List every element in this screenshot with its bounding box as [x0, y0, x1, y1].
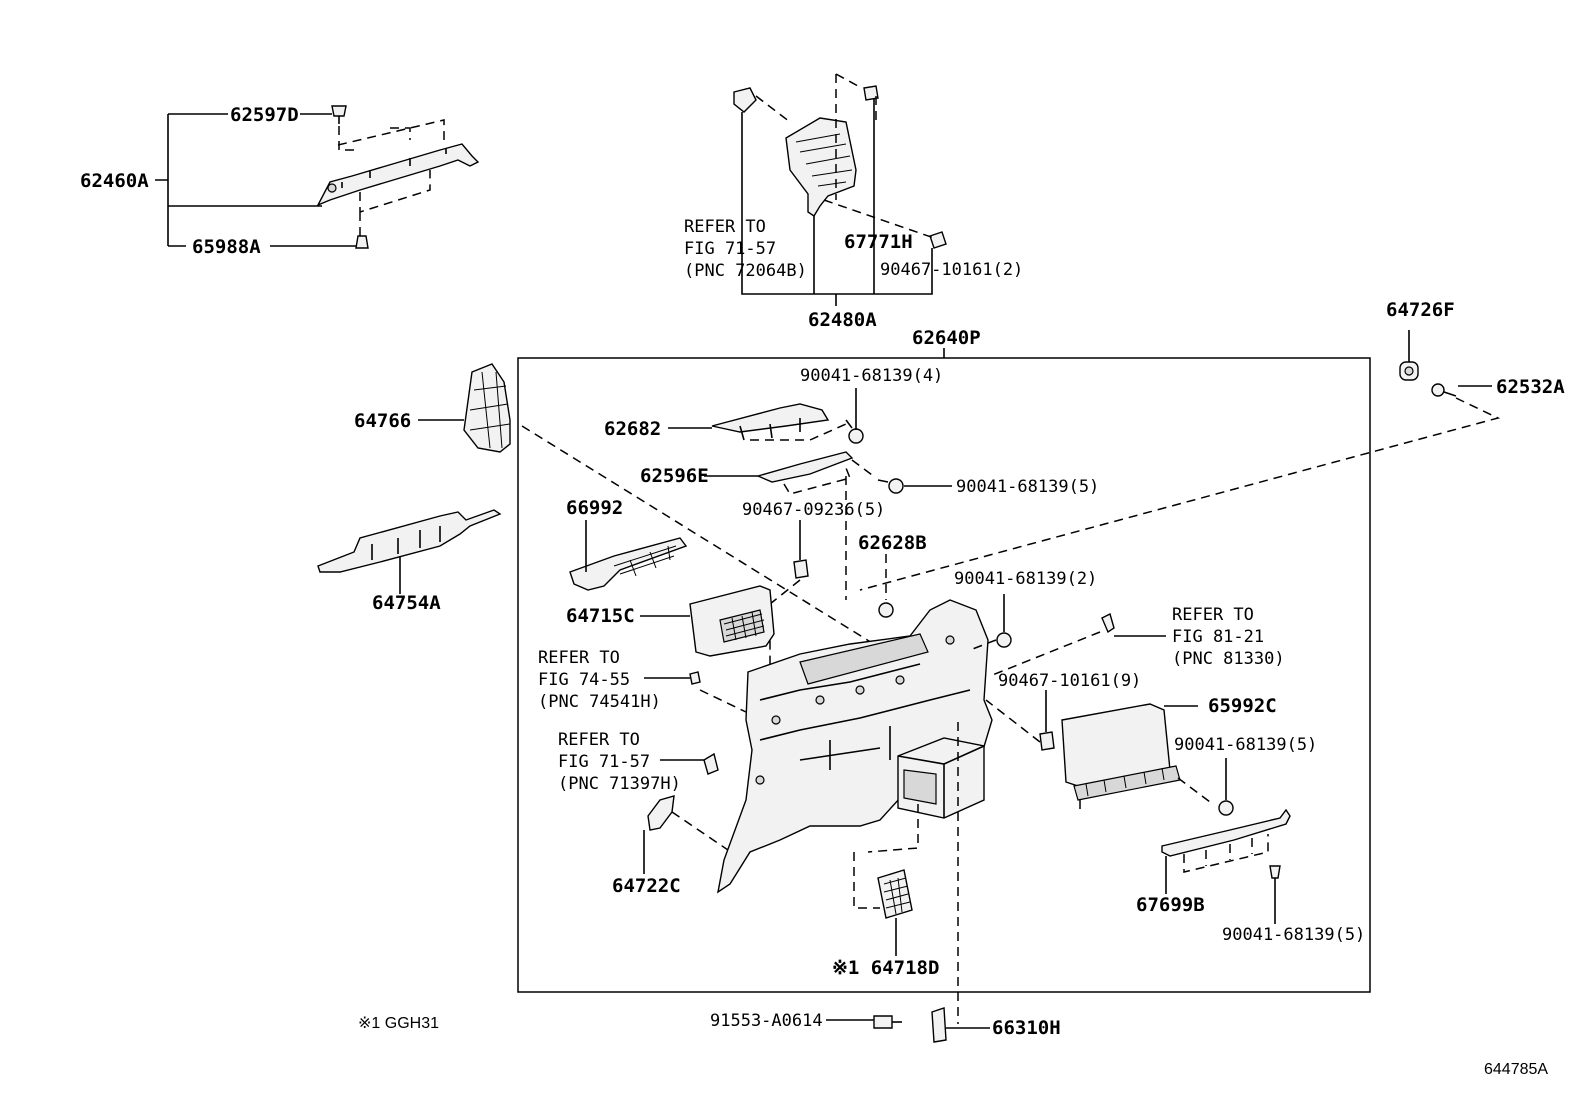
label-62460A: 62460A — [80, 170, 149, 192]
label-62682: 62682 — [604, 418, 661, 440]
label-66310H: 66310H — [992, 1017, 1061, 1039]
label-90041-68139-2: 90041-68139(2) — [954, 569, 1097, 589]
refer-71-57-line1: REFER TO — [684, 217, 766, 237]
label-62628B: 62628B — [858, 532, 927, 554]
refer-74-55-line1: REFER TO — [538, 648, 620, 668]
clip-67771H-drawing — [863, 85, 879, 101]
label-90467-10161-2: 90467-10161(2) — [880, 260, 1023, 280]
label-64722C: 64722C — [612, 875, 681, 897]
label-90041-68139-5b: 90041-68139(5) — [1174, 735, 1317, 755]
part-64754A-drawing — [317, 509, 502, 573]
screw-90041-68139-4-drawing — [845, 419, 864, 444]
label-67771H: 67771H — [844, 231, 913, 253]
label-67699B: 67699B — [1136, 894, 1205, 916]
part-62628B-drawing — [878, 602, 894, 618]
screw-90041-68139-5b-drawing — [1218, 800, 1234, 816]
label-65992C: 65992C — [1208, 695, 1277, 717]
label-65988A: 65988A — [192, 236, 261, 258]
label-91553-A0614: 91553-A0614 — [710, 1011, 823, 1031]
screw-90041-68139-5c-drawing — [1269, 865, 1281, 879]
refer-74-55-line3: (PNC 74541H) — [538, 692, 661, 712]
part-64718D-drawing — [877, 869, 913, 919]
clip-71397H-drawing — [703, 752, 719, 775]
label-90467-09236-5: 90467-09236(5) — [742, 500, 885, 520]
screw-62532A-drawing — [1431, 383, 1457, 397]
screw-90041-68139-5a-drawing — [877, 478, 904, 494]
label-64754A: 64754A — [372, 592, 441, 614]
clip-90467-09236-drawing — [793, 559, 809, 579]
clip-90467-10161-9-drawing — [1039, 731, 1055, 751]
screw-90041-68139-2-drawing — [996, 632, 1012, 648]
label-62532A: 62532A — [1496, 376, 1565, 398]
label-64766: 64766 — [354, 410, 411, 432]
part-65992C-drawing — [1061, 703, 1181, 801]
label-64726F: 64726F — [1386, 299, 1455, 321]
bracket-66310H-drawing — [931, 1007, 947, 1043]
refer-81-21-line3: (PNC 81330) — [1172, 649, 1285, 669]
clip-65988A-drawing — [355, 235, 369, 249]
part-64715C-drawing — [689, 585, 775, 657]
figure-id: 644785A — [1484, 1061, 1548, 1078]
clip-81330-drawing — [1101, 612, 1115, 634]
refer-81-21-line1: REFER TO — [1172, 605, 1254, 625]
part-62682-drawing — [711, 403, 830, 441]
label-62596E: 62596E — [640, 465, 709, 487]
part-62640P-panel-drawing — [717, 599, 993, 894]
footnote: ※1 GGH31 — [358, 1015, 439, 1032]
clip-62597D-drawing — [331, 105, 347, 124]
refer-71-57b-line2: FIG 71-57 — [558, 752, 650, 772]
label-62480A: 62480A — [808, 309, 877, 331]
label-62597D: 62597D — [230, 104, 299, 126]
label-90467-10161-9: 90467-10161(9) — [998, 671, 1141, 691]
part-64766-drawing — [463, 363, 511, 453]
label-90041-68139-5c: 90041-68139(5) — [1222, 925, 1365, 945]
label-62640P: 62640P — [912, 327, 981, 349]
part-62460A-drawing — [316, 143, 480, 207]
label-64718D: ※1 64718D — [832, 957, 939, 979]
refer-74-55-line2: FIG 74-55 — [538, 670, 630, 690]
refer-81-21-line2: FIG 81-21 — [1172, 627, 1264, 647]
refer-71-57-line2: FIG 71-57 — [684, 239, 776, 259]
part-62596E-drawing — [755, 451, 854, 483]
label-64715C: 64715C — [566, 605, 635, 627]
clip-74541H-drawing — [689, 671, 701, 685]
part-storage-box-drawing — [897, 737, 985, 819]
part-64726F-drawing — [1399, 361, 1419, 381]
part-62480A-drawing — [785, 117, 857, 217]
refer-71-57b-line3: (PNC 71397H) — [558, 774, 681, 794]
part-64722C-drawing — [647, 795, 675, 831]
label-90041-68139-5a: 90041-68139(5) — [956, 477, 1099, 497]
part-66992-drawing — [569, 537, 688, 591]
label-66992: 66992 — [566, 497, 623, 519]
bolt-91553-A0614-drawing — [873, 1015, 902, 1029]
clip-90467-10161-drawing — [929, 231, 947, 249]
refer-71-57-line3: (PNC 72064B) — [684, 261, 807, 281]
label-90041-68139-4: 90041-68139(4) — [800, 366, 943, 386]
clip-upper-left-drawing — [733, 87, 757, 113]
refer-71-57b-line1: REFER TO — [558, 730, 640, 750]
part-67699B-drawing — [1161, 808, 1291, 857]
